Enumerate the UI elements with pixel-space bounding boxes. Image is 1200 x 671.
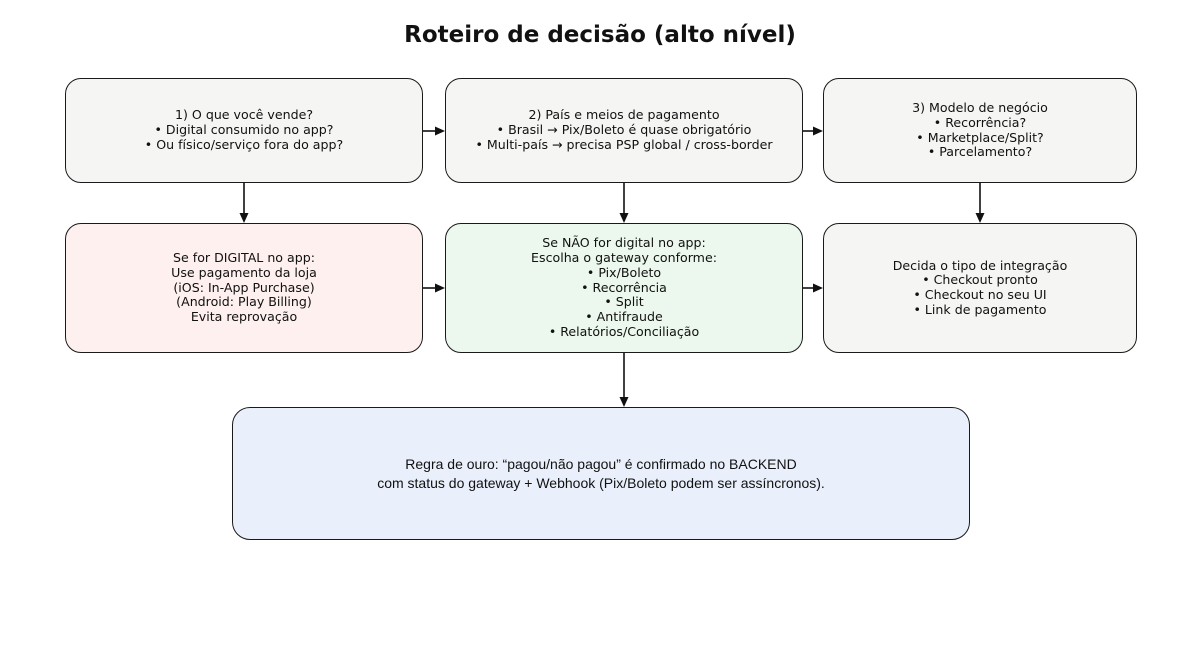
node-line: Evita reprovação — [190, 309, 298, 325]
arrow-right-icon — [803, 126, 823, 136]
node-line: 2) País e meios de pagamento — [528, 107, 720, 123]
arrow-down-icon — [619, 353, 629, 407]
node-line: • Recorrência — [581, 279, 667, 295]
node-line: • Link de pagamento — [913, 301, 1047, 317]
diagram-title: Roteiro de decisão (alto nível) — [404, 22, 796, 48]
node-line: (Android: Play Billing) — [176, 294, 312, 310]
node-integration-type: Decida o tipo de integração • Checkout p… — [823, 223, 1137, 353]
node-line: • Checkout no seu UI — [913, 287, 1047, 302]
node-line: com status do gateway + Webhook (Pix/Bol… — [377, 474, 825, 491]
node-line: • Brasil → Pix/Boleto é quase obrigatóri… — [496, 122, 752, 138]
arrow-down-icon — [619, 183, 629, 223]
node-line: • Antifraude — [585, 309, 663, 325]
node-line: • Recorrência? — [933, 114, 1027, 130]
node-step1-what-you-sell: 1) O que você vende? • Digital consumido… — [65, 78, 423, 183]
node-line: • Relatórios/Conciliação — [548, 323, 700, 339]
node-line: (iOS: In-App Purchase) — [173, 279, 315, 295]
node-line: • Checkout pronto — [922, 272, 1038, 288]
node-line: Se for DIGITAL no app: — [173, 250, 315, 266]
node-line: 3) Modelo de negócio — [912, 100, 1048, 116]
node-digital-in-app: Se for DIGITAL no app: Use pagamento da … — [65, 223, 423, 353]
arrow-right-icon — [423, 283, 445, 293]
node-gateway-choice: Se NÃO for digital no app: Escolha o gat… — [445, 223, 803, 353]
node-line: Se NÃO for digital no app: — [542, 235, 706, 251]
node-line: Escolha o gateway conforme: — [531, 250, 717, 266]
arrow-down-icon — [239, 183, 249, 223]
node-golden-rule: Regra de ouro: “pagou/não pagou” é confi… — [232, 407, 970, 540]
node-line: Regra de ouro: “pagou/não pagou” é confi… — [405, 456, 797, 473]
arrow-right-icon — [803, 283, 823, 293]
node-line: • Digital consumido no app? — [154, 122, 334, 138]
node-line: • Split — [604, 294, 644, 310]
node-line: • Marketplace/Split? — [916, 129, 1044, 145]
node-line: • Pix/Boleto — [586, 264, 662, 280]
node-line: Use pagamento da loja — [171, 264, 317, 280]
node-line: • Parcelamento? — [927, 144, 1033, 160]
arrow-down-icon — [975, 183, 985, 223]
node-step3-business-model: 3) Modelo de negócio • Recorrência? • Ma… — [823, 78, 1137, 183]
arrow-right-icon — [423, 126, 445, 136]
node-line: 1) O que você vende? — [174, 107, 313, 123]
node-line: Decida o tipo de integração — [892, 257, 1068, 273]
node-line: • Multi-país → precisa PSP global / cros… — [475, 136, 773, 152]
node-step2-country-payments: 2) País e meios de pagamento • Brasil → … — [445, 78, 803, 183]
node-line: • Ou físico/serviço fora do app? — [144, 136, 344, 152]
